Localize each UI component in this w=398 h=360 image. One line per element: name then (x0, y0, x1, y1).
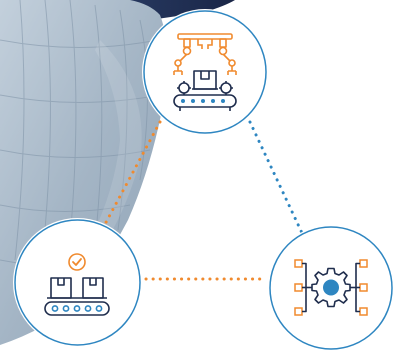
connector-top-right (248, 120, 304, 235)
approved-boxes-conveyor-icon (14, 219, 141, 346)
jacket-highlight (90, 40, 142, 250)
robotic-arms-circle (142, 9, 268, 135)
approved-boxes-circle (13, 218, 142, 347)
gear-icon (311, 267, 351, 308)
check-badge-icon (68, 253, 86, 271)
gear-process-circle (268, 225, 394, 351)
gear-process-workflow-icon (269, 226, 393, 350)
connector-top-left (102, 120, 162, 228)
robotic-arms-packaging-conveyor-icon (143, 10, 267, 134)
